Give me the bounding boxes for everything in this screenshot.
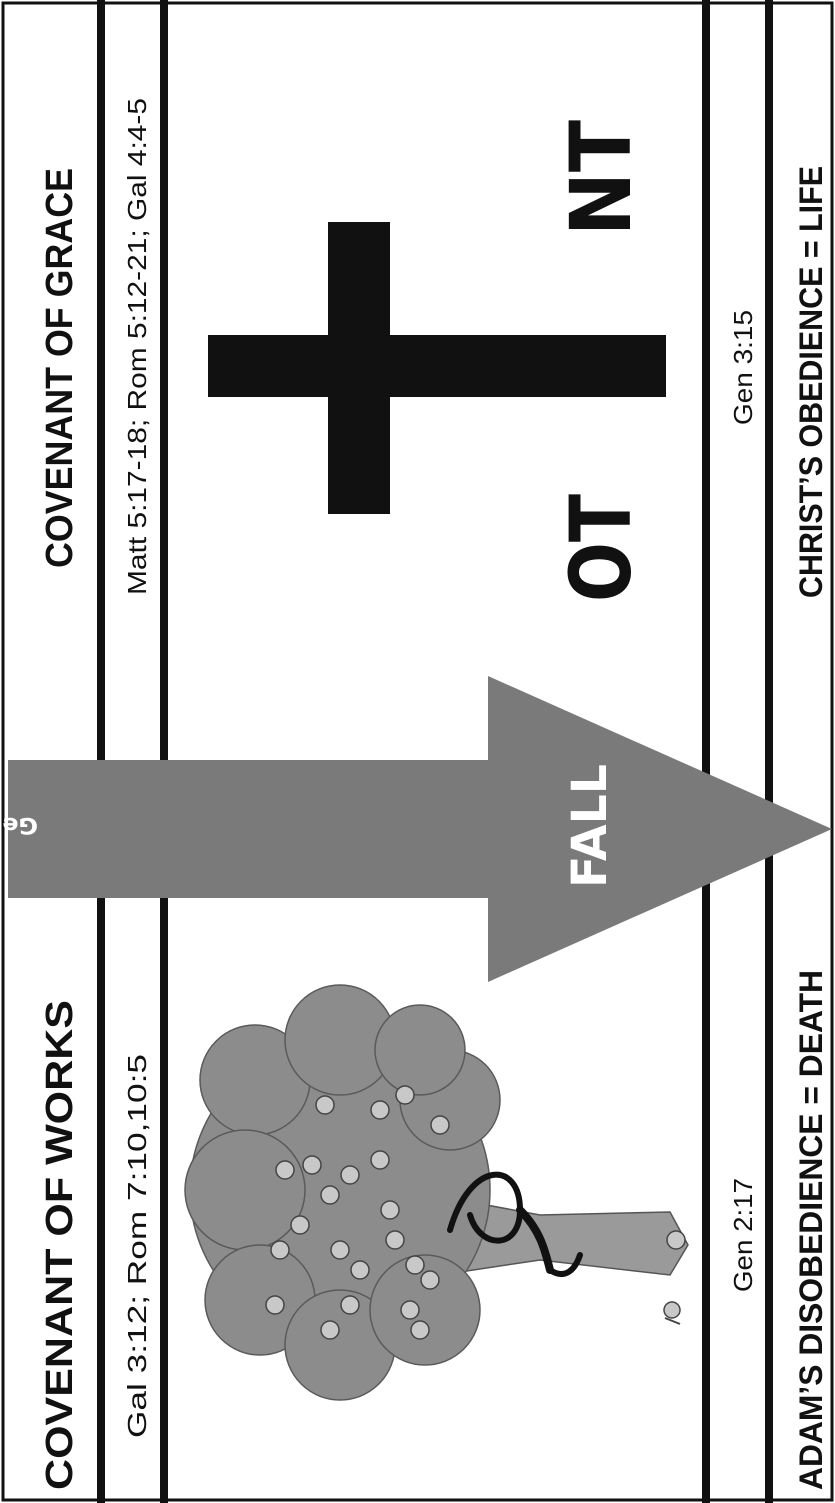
covenant-of-works-heading: COVENANT OF WORKS [39, 1000, 81, 1490]
adams-disobedience-footer: ADAM’S DISOBEDIENCE = DEATH [793, 970, 829, 1490]
covenant-of-grace-references: Matt 5:17-18; Rom 5:12-21; Gal 4:4-5 [122, 98, 152, 595]
gen-3-15-reference: Gen 3:15 [728, 310, 758, 425]
new-testament-label: NT [552, 120, 650, 236]
covenant-of-grace-heading: COVENANT OF GRACE [39, 168, 81, 568]
right-rule-1 [702, 0, 710, 1503]
left-rule-1 [97, 0, 105, 1503]
fall-label: FALL [562, 764, 618, 888]
old-testament-label: OT [552, 494, 650, 602]
fall-references: Gen 3:1-7; 1 John 2:15-17; Rom 6:23 [0, 812, 38, 837]
gen-2-17-reference: Gen 2:17 [728, 1178, 758, 1292]
tree-foliage [185, 985, 500, 1400]
covenant-of-works-references: Gal 3:12; Rom 7:10,10:5 [122, 1054, 152, 1438]
christs-obedience-footer: CHRIST’S OBEDIENCE = LIFE [793, 166, 829, 598]
left-rule-2 [160, 0, 168, 1503]
right-rule-2 [765, 0, 773, 1503]
